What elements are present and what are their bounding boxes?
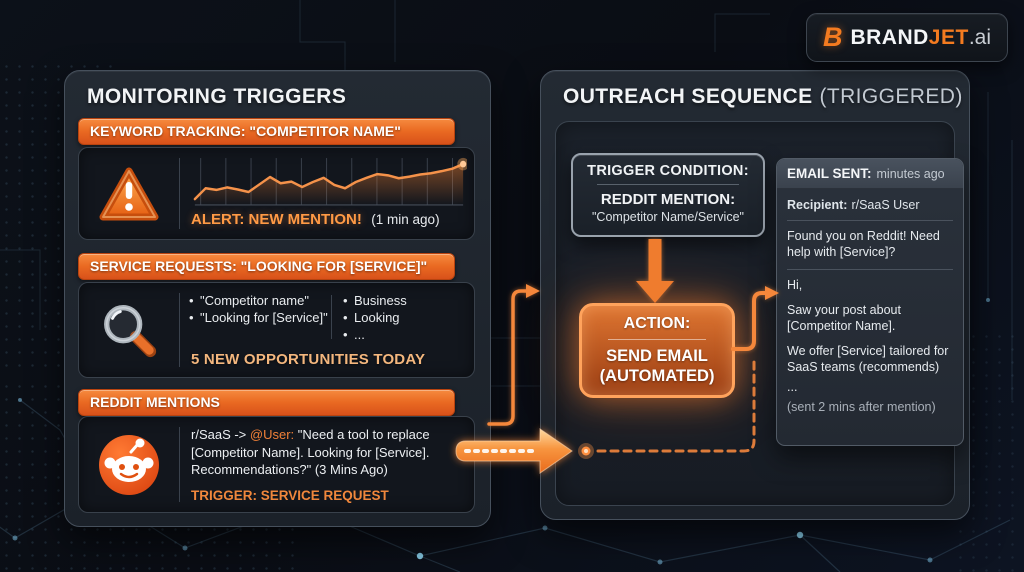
reddit-mention-text: r/SaaS -> @User: "Need a tool to replace… [191,426,466,479]
email-header: EMAIL SENT: minutes ago [777,159,963,189]
monitoring-title: MONITORING TRIGGERS [87,85,347,108]
logo-text-ai: .ai [968,25,991,49]
list-item: ... [343,326,469,343]
alert-timestamp: (1 min ago) [371,212,440,227]
trigger-box-type: REDDIT MENTION: [600,191,736,208]
alert-text: ALERT: NEW MENTION! [191,211,362,228]
reddit-icon [79,417,179,512]
email-sent-note: (sent 2 mins after mention) [787,400,936,414]
reddit-section-header: REDDIT MENTIONS [78,389,455,416]
action-box-line1: SEND EMAIL [606,347,708,365]
email-line: Saw your post about [Competitor Name]. [787,303,901,333]
logo-wordmark: BRANDJET.ai [850,26,991,50]
trigger-box-title: TRIGGER CONDITION: [587,163,749,179]
mention-username: @User: [249,427,295,442]
email-subject: Found you on Reddit! Need help with [Ser… [787,229,940,259]
email-card: EMAIL SENT: minutes ago Recipient:r/SaaS … [776,158,964,446]
reddit-card: r/SaaS -> @User: "Need a tool to replace… [78,416,475,513]
divider [179,427,180,502]
email-line: ... [787,380,798,394]
divider [331,295,332,339]
mention-body: "Need a tool to replace [Competitor Name… [191,427,430,478]
email-sent-label: EMAIL SENT: [787,166,872,181]
mentions-sparkline-chart [191,157,467,207]
recipient-label: Recipient: [787,198,848,212]
action-box-line2: (AUTOMATED) [599,367,715,386]
outreach-title-main: OUTREACH SEQUENCE [563,85,813,108]
mention-prefix: r/SaaS -> [191,427,250,442]
alert-status: ALERT: NEW MENTION! (1 min ago) [191,211,440,229]
trigger-box-detail: "Competitor Name/Service" [592,210,744,224]
divider [597,184,739,185]
list-item: "Competitor name" [189,292,331,309]
email-line: Hi, [787,278,803,292]
opportunities-count: 5 NEW OPPORTUNITIES TODAY [191,351,426,368]
warning-icon [79,148,179,239]
service-section-header: SERVICE REQUESTS: "LOOKING FOR [SERVICE]… [78,253,455,280]
divider [179,158,180,229]
keyword-section-header: KEYWORD TRACKING: "COMPETITOR NAME" [78,118,455,145]
action-box-title: ACTION: [623,315,691,332]
divider [179,293,180,367]
list-item: Looking [343,309,469,326]
keyword-list-left: "Competitor name" "Looking for [Service]… [189,292,331,326]
outreach-title: OUTREACH SEQUENCE (TRIGGERED) [563,85,963,109]
divider [608,339,706,340]
outreach-title-suffix: (TRIGGERED) [819,85,963,108]
action-box: ACTION: SEND EMAIL (AUTOMATED) [579,303,735,398]
service-card: "Competitor name" "Looking for [Service]… [78,282,475,378]
keyword-list-right: Business Looking ... [343,292,469,344]
outreach-panel: OUTREACH SEQUENCE (TRIGGERED) TRIGGER CON… [540,70,970,520]
brandjet-monogram-icon: B [822,22,843,52]
list-item: "Looking for [Service]" [189,309,331,326]
recipient-value: r/SaaS User [851,198,920,212]
brandjet-logo: B BRANDJET.ai [805,13,1008,62]
magnifier-icon [79,283,179,377]
logo-text-brand: BRAND [850,25,929,49]
list-item: Business [343,292,469,309]
keyword-card: ALERT: NEW MENTION! (1 min ago) [78,147,475,240]
email-sent-time: minutes ago [876,167,945,181]
trigger-type-label: TRIGGER: SERVICE REQUEST [191,488,389,503]
divider [787,269,953,270]
monitoring-panel: MONITORING TRIGGERS KEYWORD TRACKING: "C… [64,70,491,527]
logo-text-jet: JET [928,25,969,49]
divider [787,220,953,221]
email-recipient: Recipient:r/SaaS User [787,197,953,213]
email-body: Recipient:r/SaaS User Found you on Reddi… [777,189,963,421]
email-line: We offer [Service] tailored for SaaS tea… [787,344,949,374]
trigger-condition-box: TRIGGER CONDITION: REDDIT MENTION: "Comp… [571,153,765,237]
